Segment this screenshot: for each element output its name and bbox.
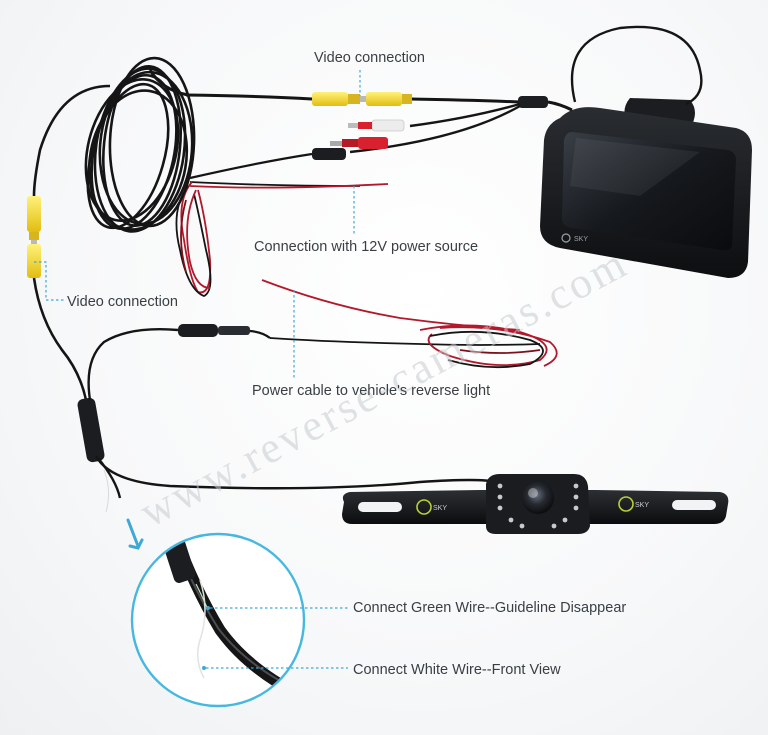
power-plug-top-cable [189,152,313,180]
monitor-connector [518,96,548,108]
plate-slot-right [672,500,716,510]
main-video-cable-right [409,97,521,104]
reverse-light-red-wire [261,279,521,331]
monitor: SKY [540,98,752,278]
camera-power-plug-out [249,329,271,339]
camera-lens-glare [528,488,538,498]
coil-exit-cable [148,69,189,97]
leader-dot-green [206,606,210,610]
sky-logo-icon [561,233,571,243]
label-12v-power-source: Connection with 12V power source [254,239,479,255]
black-cable-coil [84,56,196,233]
label-reverse-light-cable: Power cable to vehicle's reverse light [252,383,491,399]
monitor-screen [562,132,736,251]
reverse-light-black-wire [269,337,541,346]
inline-connector [77,397,105,463]
power-12v-coil [175,181,212,297]
left-video-cable-lower [32,277,88,401]
zoom-circle-border [130,532,306,708]
zoom-circle-content [162,534,304,706]
license-plate-camera: SKY SKY [342,474,729,534]
monitor-top-cable [570,25,703,106]
leader-video-left [34,261,64,301]
camera-ir-leds [497,483,579,529]
plate-slot-left [358,502,402,512]
top-rca-video-connector [312,92,412,106]
power-plug-top [312,148,346,160]
leader-lines [34,70,361,669]
thin-trigger-wire [103,469,110,513]
left-video-cable [32,84,111,197]
zoom-white-wire [197,579,206,679]
main-video-cable [185,93,313,101]
leader-dot-white [202,666,206,670]
monitor-screen-glare [570,138,700,196]
camera-main-cable [94,455,497,490]
left-rca-video-connector [27,196,41,278]
label-video-connection-top: Video connection [314,50,425,66]
red-white-rca-connectors [330,119,405,149]
plate-brand-right: SKY [635,502,649,509]
camera-power-plug-tip [218,326,250,335]
reverse-light-coil [419,324,558,369]
sky-logo-icon [416,499,432,515]
label-video-connection-left: Video connection [67,294,178,310]
camera-lens [522,482,554,514]
monitor-connector-cable [547,100,573,112]
label-white-wire: Connect White Wire--Front View [353,662,561,678]
sky-logo-icon [618,496,634,512]
monitor-brand-text: SKY [574,236,588,243]
camera-power-plug [178,324,218,337]
power-12v-red-wire [189,183,389,189]
down-left-arrow-icon [126,518,144,550]
camera-power-branch-cable [87,328,179,401]
plate-brand-left: SKY [433,505,447,512]
bundle-wire-1 [409,102,521,128]
label-green-wire: Connect Green Wire--Guideline Disappear [353,600,627,616]
